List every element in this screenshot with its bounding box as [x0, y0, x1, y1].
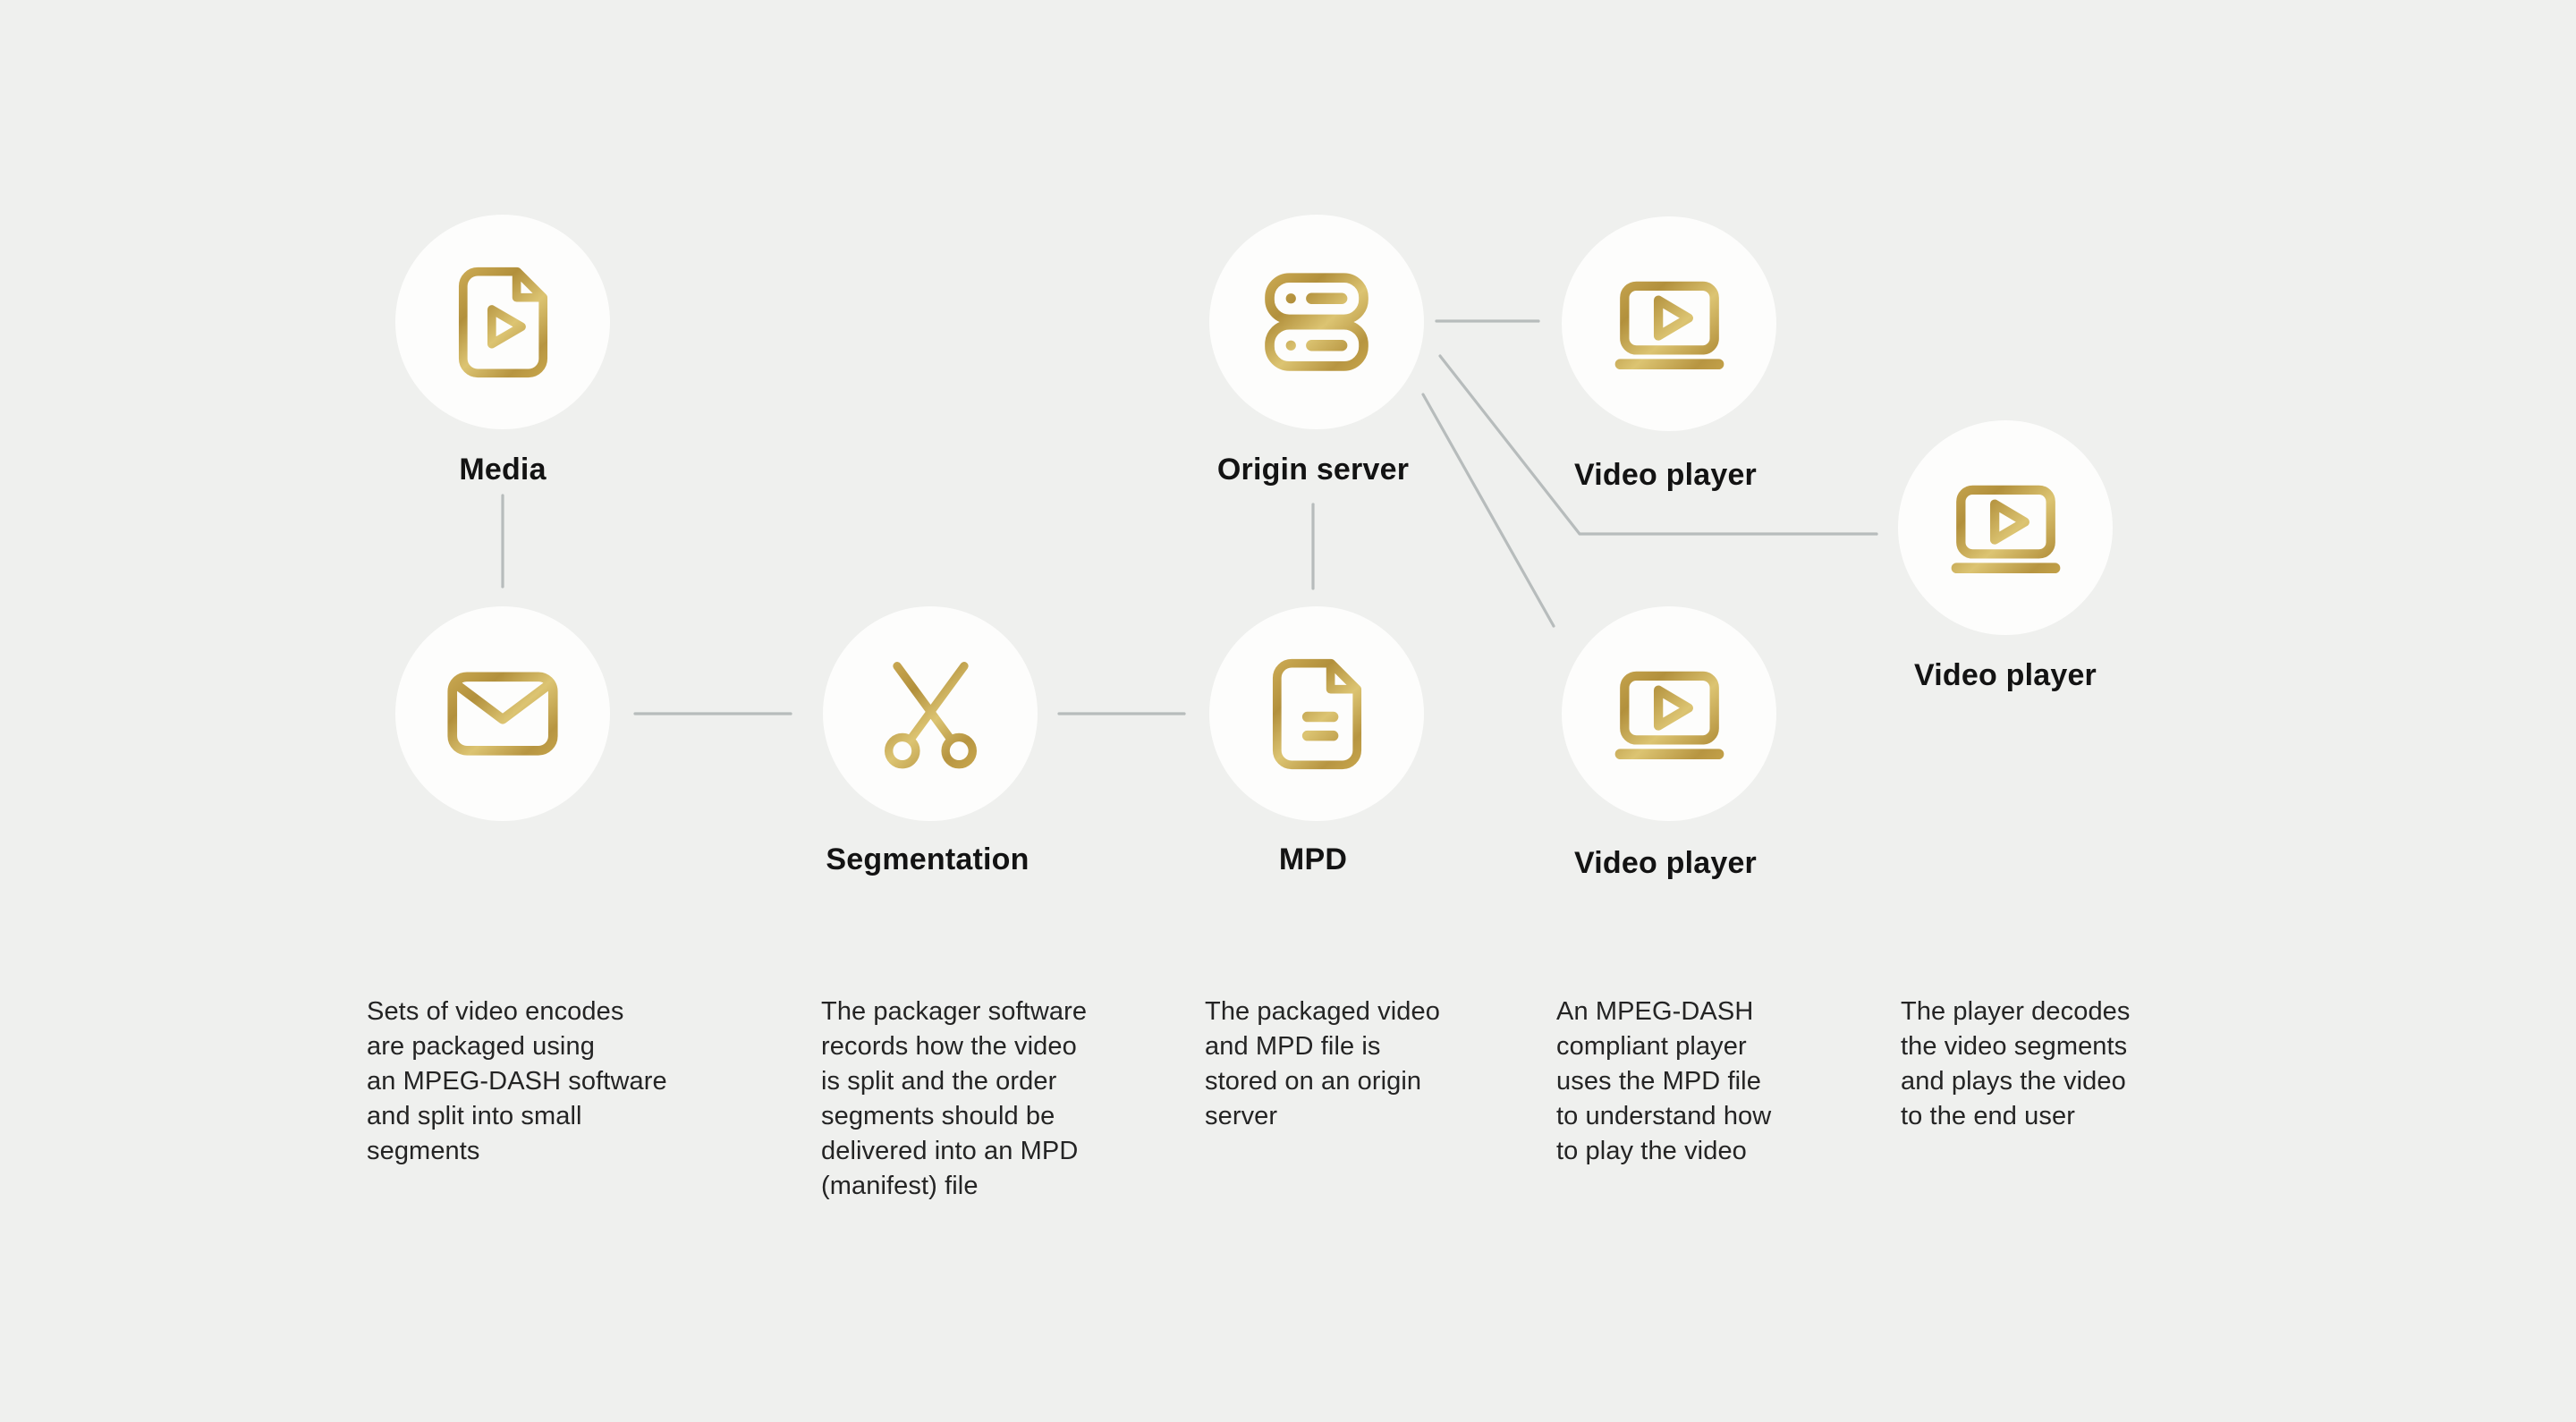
server-stack-icon — [1265, 273, 1368, 371]
file-play-icon — [458, 267, 547, 377]
description-player-step: An MPEG-DASH compliant player uses the M… — [1556, 997, 1772, 1165]
node-label-media: Media — [459, 453, 547, 487]
node-label-video-player-right: Video player — [1914, 658, 2097, 692]
envelope-icon — [447, 672, 558, 756]
node-label-segmentation: Segmentation — [826, 842, 1030, 876]
node-segmentation — [823, 606, 1038, 821]
video-player-icon — [1951, 485, 2060, 573]
node-label-origin-server: Origin server — [1216, 453, 1410, 487]
node-origin-server — [1209, 215, 1424, 429]
node-label-video-player-bottom: Video player — [1574, 846, 1757, 880]
node-video-player-bottom — [1562, 606, 1776, 821]
node-label-video-player-top: Video player — [1574, 458, 1757, 492]
node-envelope — [395, 606, 610, 821]
description-media-step: Sets of video encodes are packaged using… — [367, 997, 667, 1165]
video-player-icon — [1614, 281, 1724, 369]
description-mpd-step: The packaged video and MPD file is store… — [1205, 997, 1440, 1130]
node-media — [395, 215, 610, 429]
document-lines-icon — [1272, 658, 1361, 769]
node-video-player-right — [1898, 420, 2113, 635]
description-segmentation-step: The packager software records how the vi… — [821, 997, 1088, 1200]
scissors-icon — [884, 661, 977, 768]
node-label-mpd: MPD — [1278, 842, 1348, 876]
node-video-player-top — [1562, 216, 1776, 431]
node-mpd — [1209, 606, 1424, 821]
description-decode-step: The player decodes the video segments an… — [1901, 997, 2131, 1130]
video-player-icon — [1614, 671, 1724, 759]
